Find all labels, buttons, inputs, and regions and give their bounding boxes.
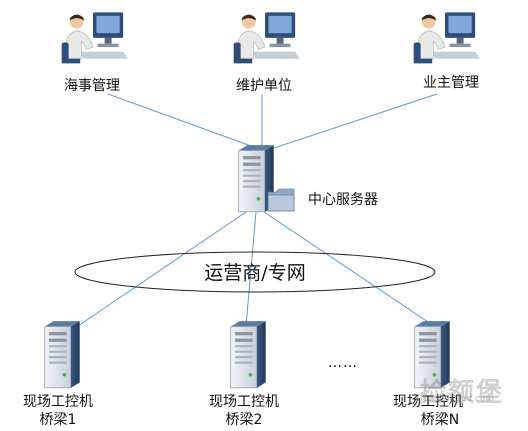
server-icon [230, 320, 267, 389]
more-sites-ellipsis: …… [328, 355, 358, 371]
link-user3-center [267, 93, 438, 151]
site2-label-line2: 桥梁2 [225, 412, 263, 428]
site3-label-line1: 现场工控机 [393, 394, 463, 410]
link-center-site2 [245, 211, 257, 327]
link-center-site3 [263, 211, 435, 327]
network-label: 运营商/专网 [204, 262, 306, 284]
folder-icon [267, 188, 295, 212]
site3-label-line2: 桥梁N [420, 412, 460, 428]
center-server-label: 中心服务器 [308, 192, 378, 208]
site2-label-line1: 现场工控机 [209, 394, 279, 410]
link-center-site1 [77, 211, 247, 327]
site1-label-line2: 桥梁1 [39, 412, 77, 428]
site1-label-line1: 现场工控机 [23, 394, 93, 410]
link-user1-center [107, 93, 263, 151]
connection-lines [77, 93, 438, 327]
computer-user-icon [413, 11, 480, 64]
server-icon [44, 320, 81, 389]
computer-user-icon [61, 11, 128, 64]
computer-user-icon [233, 11, 300, 64]
user-label-maritime: 海事管理 [64, 78, 120, 94]
watermark: 捡额堡 [420, 378, 505, 408]
network-ellipse [74, 251, 436, 293]
user-label-owner: 业主管理 [423, 75, 479, 91]
watermark-sub: Downloaded.com [416, 394, 495, 404]
user-label-maintenance: 维护单位 [236, 78, 292, 94]
